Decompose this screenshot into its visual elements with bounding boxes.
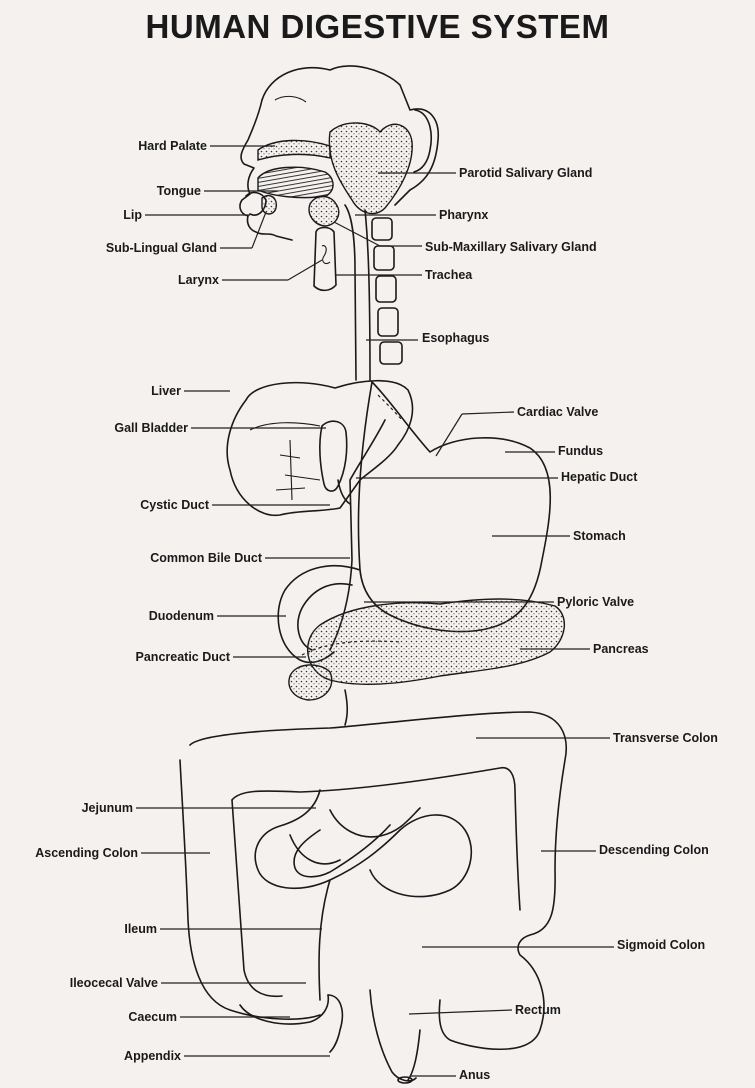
label-liver: Liver [151, 384, 181, 398]
label-trachea: Trachea [425, 268, 472, 282]
duodenum-bulb [289, 665, 332, 700]
label-common-bile-duct: Common Bile Duct [150, 551, 262, 565]
rectum-shape [370, 990, 420, 1081]
label-esophagus: Esophagus [422, 331, 489, 345]
label-jejunum: Jejunum [82, 801, 133, 815]
appendix-shape [328, 995, 342, 1052]
label-sub-maxillary-salivary-gland: Sub-Maxillary Salivary Gland [425, 240, 597, 254]
label-larynx: Larynx [178, 273, 219, 287]
label-hard-palate: Hard Palate [138, 139, 207, 153]
sub-lingual-gland-shape [262, 196, 276, 214]
label-ascending-colon: Ascending Colon [35, 846, 138, 860]
label-pharynx: Pharynx [439, 208, 488, 222]
label-tongue: Tongue [157, 184, 201, 198]
label-fundus: Fundus [558, 444, 603, 458]
tongue-shape [258, 167, 333, 197]
label-transverse-colon: Transverse Colon [613, 731, 718, 745]
label-ileum: Ileum [124, 922, 157, 936]
label-descending-colon: Descending Colon [599, 843, 709, 857]
label-sub-lingual-gland: Sub-Lingual Gland [106, 241, 217, 255]
label-appendix: Appendix [124, 1049, 181, 1063]
larynx-shape [314, 228, 336, 291]
stomach-shape [358, 382, 550, 632]
label-anus: Anus [459, 1068, 490, 1082]
hard-palate-shape [258, 140, 330, 160]
label-parotid-salivary-gland: Parotid Salivary Gland [459, 166, 592, 180]
label-cardiac-valve: Cardiac Valve [517, 405, 598, 419]
pancreas-shape [308, 599, 565, 684]
label-caecum: Caecum [128, 1010, 177, 1024]
vertebrae [372, 218, 402, 364]
label-pancreatic-duct: Pancreatic Duct [136, 650, 230, 664]
label-ileocecal-valve: Ileocecal Valve [70, 976, 158, 990]
colon-shape [190, 712, 566, 1049]
sub-maxillary-gland-shape [309, 197, 339, 227]
label-gall-bladder: Gall Bladder [114, 421, 188, 435]
label-pancreas: Pancreas [593, 642, 649, 656]
label-rectum: Rectum [515, 1003, 561, 1017]
small-intestine-shape [255, 790, 471, 1000]
label-pyloric-valve: Pyloric Valve [557, 595, 634, 609]
label-stomach: Stomach [573, 529, 626, 543]
esophagus-shape [345, 205, 356, 380]
label-duodenum: Duodenum [149, 609, 214, 623]
gall-bladder-shape [320, 421, 347, 491]
label-lip: Lip [123, 208, 142, 222]
label-hepatic-duct: Hepatic Duct [561, 470, 637, 484]
label-cystic-duct: Cystic Duct [140, 498, 209, 512]
label-sigmoid-colon: Sigmoid Colon [617, 938, 705, 952]
